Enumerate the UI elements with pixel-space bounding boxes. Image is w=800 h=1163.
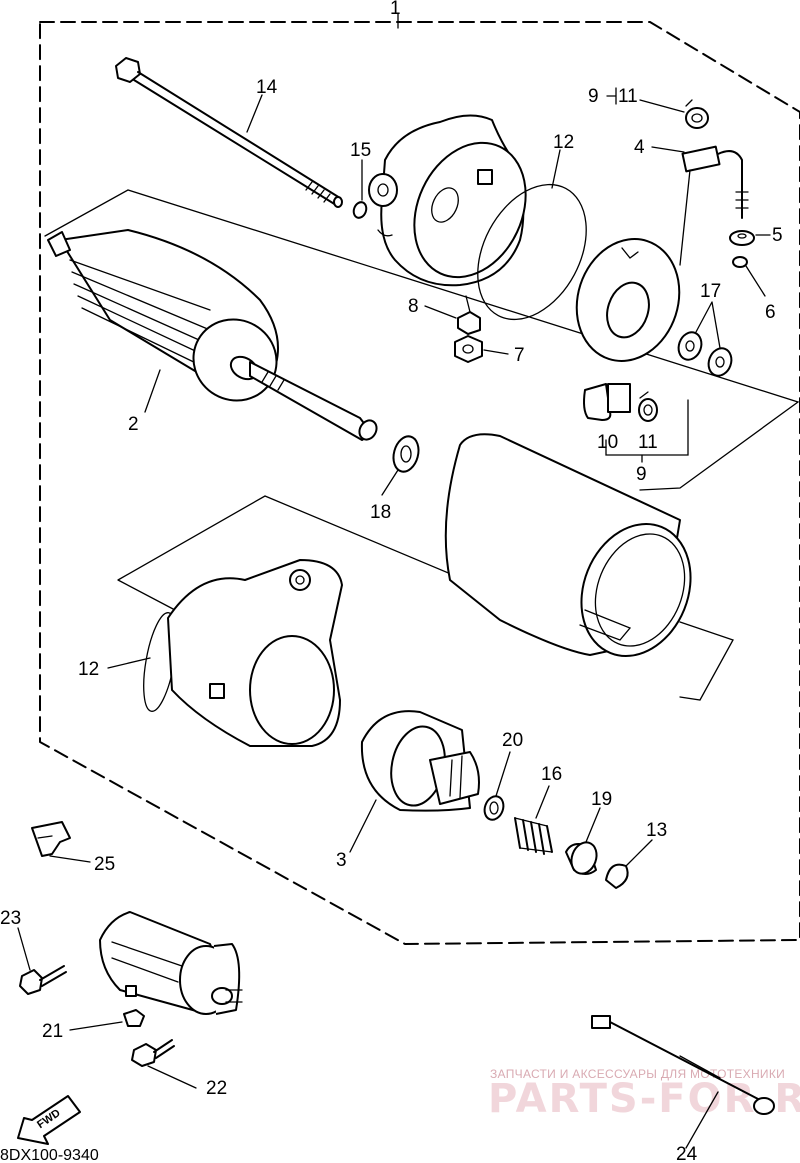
leader-14	[246, 94, 263, 133]
o-ring-part-6	[732, 256, 748, 268]
callout-22: 22	[206, 1078, 227, 1099]
callout-19: 19	[591, 789, 612, 810]
assembled-starter-motor	[99, 911, 243, 1015]
leader-23	[17, 927, 31, 971]
leader-2	[144, 369, 161, 413]
armature-part-2	[47, 229, 378, 441]
leader-21	[69, 1021, 123, 1031]
callout-25: 25	[94, 854, 115, 875]
yoke-housing	[444, 433, 692, 657]
clip-part-13	[605, 863, 629, 889]
callout-12-top: 12	[553, 132, 574, 153]
leader-6	[745, 265, 766, 297]
leader-16	[535, 785, 550, 819]
callout-9-top: 9	[588, 86, 599, 107]
callout-11-top: 11	[618, 86, 638, 107]
ring-part-20	[483, 795, 505, 821]
nut-part-21	[123, 1009, 145, 1027]
watermark-tagline: ЗАПЧАСТИ И АКСЕССУАРЫ ДЛЯ МОТОТЕХНИКИ	[490, 1067, 785, 1081]
lead-wire-part-24	[591, 1015, 775, 1115]
assembly-boundary	[39, 21, 800, 945]
nut-part-7	[454, 335, 483, 363]
callout-8: 8	[408, 296, 419, 317]
watermark: ЗАПЧАСТИ И АКСЕССУАРЫ ДЛЯ МОТОТЕХНИКИ PA…	[488, 1067, 800, 1122]
bolt-part-23	[19, 965, 67, 995]
collar-part-19	[565, 841, 598, 875]
brush-part-4	[679, 145, 749, 266]
callout-11-bottom: 11	[638, 432, 658, 453]
callout-4: 4	[634, 137, 645, 158]
callout-18: 18	[370, 502, 391, 523]
o-ring-part-15	[352, 201, 368, 219]
leader-11-top	[639, 99, 685, 113]
leader-8	[424, 305, 457, 319]
callout-9-bottom: 9	[636, 464, 647, 485]
callout-20: 20	[502, 730, 523, 751]
spring-part-11-top	[685, 99, 709, 129]
rear-cover	[368, 114, 527, 287]
callout-14: 14	[256, 77, 278, 98]
large-o-ring-part-12-top	[477, 183, 587, 321]
callout-6: 6	[765, 302, 776, 323]
leader-3	[349, 799, 377, 853]
spring-part-16	[514, 817, 553, 855]
leader-24	[685, 1091, 719, 1149]
front-housing	[167, 559, 343, 747]
washers-part-17	[677, 331, 733, 377]
callout-12-left: 12	[78, 659, 99, 680]
upper-projection-plane	[44, 189, 800, 491]
leader-19	[585, 807, 601, 843]
callout-2: 2	[128, 414, 139, 435]
pinion-clutch-part-3	[360, 710, 480, 812]
callout-13: 13	[646, 820, 667, 841]
leader-4	[651, 146, 685, 153]
callout-16: 16	[541, 764, 562, 785]
clamp-part-25	[31, 821, 71, 857]
through-bolt-part-14	[115, 57, 343, 208]
watermark-brand: PARTS-FOR.RU	[488, 1076, 800, 1122]
callout-17: 17	[700, 281, 721, 302]
callout-1: 1	[390, 0, 401, 19]
callout-5: 5	[772, 225, 783, 246]
leader-22	[147, 1065, 197, 1089]
callout-bracket-9-11	[606, 87, 617, 105]
callout-numbers: 1 2 3 4 5 6 7 8 9 11 10 11 9 12 12 13 14…	[0, 0, 783, 1163]
leader-7	[483, 349, 509, 355]
callout-15: 15	[350, 140, 371, 161]
nut-part-8	[457, 295, 481, 335]
leader-18	[381, 469, 399, 496]
callout-3: 3	[336, 850, 347, 871]
fwd-arrow-icon: FWD	[17, 1095, 81, 1145]
leader-12-left	[107, 657, 151, 669]
leader-13	[625, 839, 653, 867]
spring-part-11-bottom	[638, 391, 658, 422]
brush-holder-part-10	[583, 383, 631, 421]
callout-bracket-9	[605, 399, 689, 456]
callout-7: 7	[514, 345, 525, 366]
leader-25	[49, 855, 91, 863]
callout-21: 21	[42, 1021, 63, 1042]
drawing-code: 8DX100-9340	[0, 1147, 99, 1163]
leader-20	[495, 751, 511, 797]
brush-plate	[575, 238, 681, 362]
callout-10: 10	[597, 432, 618, 453]
callout-23: 23	[0, 908, 21, 929]
washer-part-5	[729, 230, 755, 246]
bolt-part-22	[131, 1039, 175, 1067]
washer-part-18	[392, 435, 420, 473]
leader-17	[695, 301, 721, 349]
leader-12-top	[551, 149, 561, 189]
callout-24: 24	[676, 1144, 698, 1163]
